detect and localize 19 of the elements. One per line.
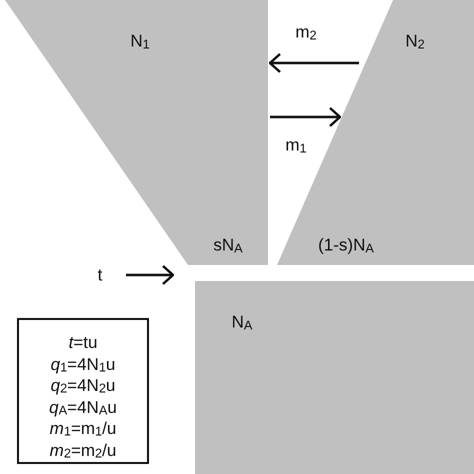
population-label: sN$_{A}$ [213,236,243,256]
formula-box [17,318,149,464]
formula: q$_{A}$=4N$_{A}$u [48,398,118,417]
population-shape [276,0,474,266]
arrow [270,106,342,128]
population-label: (1-s)N$_{A}$ [318,236,374,256]
formula: m$_{2}$=m$_{2}$/u [48,442,118,460]
arrow [268,52,359,74]
time-label: t [98,266,102,284]
population-label: N$_{2}$ [405,32,425,52]
population-label: N$_{1}$ [130,32,150,52]
edge-label: m$_{2}$ [295,24,317,42]
population-label: N$_{A}$ [232,314,252,332]
formula: t=tu [68,334,98,351]
formula: q$_{2}$=4N$_{2}$u [50,377,116,396]
formula: q$_{1}$=4N$_{1}$u [50,356,116,374]
edge-label: m$_{1}$ [285,136,307,156]
population-shape [195,281,474,474]
formula: m$_{1}$=m$_{1}$/u [48,420,118,438]
